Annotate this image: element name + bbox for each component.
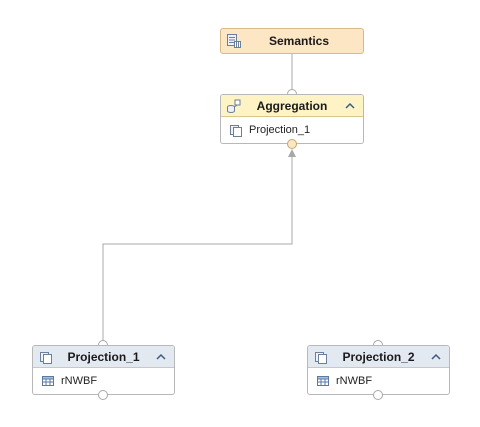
table-icon	[41, 374, 55, 388]
aggregation-input-label: Projection_1	[249, 123, 311, 136]
projection-1-output-port[interactable]	[98, 390, 108, 400]
projection-2-title: Projection_2	[342, 349, 415, 364]
semantics-icon	[227, 34, 241, 48]
projection-2-collapse-button[interactable]	[429, 350, 443, 364]
chevron-up-icon	[431, 353, 441, 360]
projection-1-header: Projection_1	[33, 346, 174, 368]
projection-1-input-port[interactable]	[98, 340, 108, 345]
projection-1-collapse-button[interactable]	[154, 350, 168, 364]
aggregation-output-port[interactable]	[287, 139, 297, 149]
aggregation-icon	[227, 99, 241, 113]
aggregation-input-port[interactable]	[287, 89, 297, 94]
aggregation-node[interactable]: Aggregation Projection_1	[220, 94, 364, 144]
table-icon	[316, 374, 330, 388]
projection-icon	[229, 123, 243, 137]
semantics-node[interactable]: Semantics	[220, 28, 364, 54]
connector-arrowhead	[288, 149, 296, 157]
projection-2-output-port[interactable]	[373, 390, 383, 400]
aggregation-header: Aggregation	[221, 95, 363, 117]
projection-1-source-row[interactable]: rNWBF	[33, 368, 174, 393]
projection-1-title: Projection_1	[67, 349, 140, 364]
chevron-up-icon	[156, 353, 166, 360]
projection-1-node[interactable]: Projection_1 rNWBF	[32, 345, 175, 395]
chevron-up-icon	[345, 102, 355, 109]
projection-2-source-row[interactable]: rNWBF	[308, 368, 449, 393]
projection-1-source-label: rNWBF	[61, 374, 98, 387]
projection-2-input-port[interactable]	[373, 340, 383, 345]
projection-2-header: Projection_2	[308, 346, 449, 368]
projection-2-node[interactable]: Projection_2 rNWBF	[307, 345, 450, 395]
aggregation-input-row[interactable]: Projection_1	[221, 117, 363, 142]
projection-icon	[39, 350, 53, 364]
aggregation-collapse-button[interactable]	[343, 99, 357, 113]
aggregation-title: Aggregation	[256, 98, 328, 113]
projection-icon	[314, 350, 328, 364]
semantics-title: Semantics	[268, 34, 330, 48]
projection1-aggregation-connector	[102, 157, 293, 345]
projection-2-source-label: rNWBF	[336, 374, 373, 387]
